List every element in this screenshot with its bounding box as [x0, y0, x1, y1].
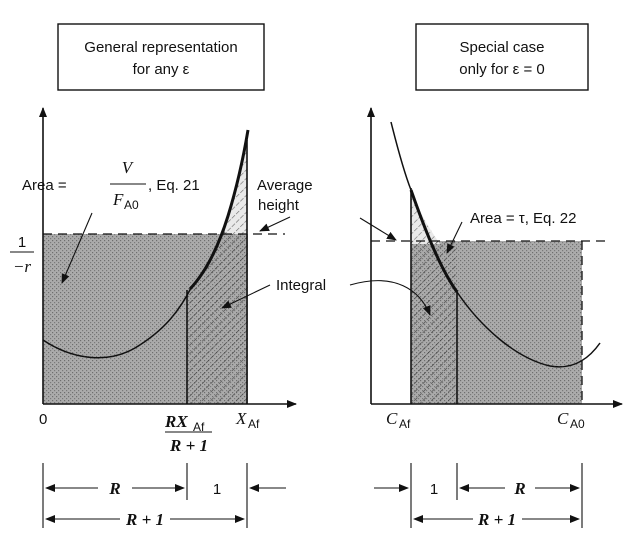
- left-x-mid-num: RX: [164, 412, 188, 431]
- right-area-label: Area = τ, Eq. 22: [470, 210, 576, 227]
- right-x-start: C: [386, 409, 398, 428]
- left-area-den-sub: A0: [124, 198, 139, 212]
- left-area-num: V: [122, 158, 135, 177]
- left-area-arrow: [61, 212, 93, 284]
- left-x-mid-num-sub: Af: [193, 420, 205, 434]
- left-area-den: F: [112, 190, 124, 209]
- right-dim-R: R: [513, 479, 525, 498]
- left-area-suffix: , Eq. 21: [148, 177, 200, 194]
- right-panel: Special case only for ε = 0 Area = τ, Eq…: [349, 23, 623, 529]
- right-x-start-sub: Af: [399, 417, 411, 431]
- left-x-mid-den: R + 1: [169, 436, 208, 455]
- left-y-den: −r: [13, 257, 31, 276]
- left-curve: [42, 285, 193, 359]
- right-curve-bottom: [456, 291, 601, 368]
- left-title-line2: for any ε: [133, 61, 190, 78]
- integral-label: Integral: [276, 277, 326, 294]
- avg-height-arrow-left: [259, 216, 291, 232]
- left-x-origin: 0: [39, 411, 47, 428]
- right-dim-R-plus-1: R + 1: [477, 510, 516, 529]
- integral-arrow-left: [221, 284, 271, 309]
- left-y-num: 1: [18, 234, 26, 251]
- avg-height-line1: Average: [257, 177, 313, 194]
- right-x-end: C: [557, 409, 569, 428]
- right-curve-top: [390, 121, 412, 191]
- integral-arrow-right: [349, 280, 431, 316]
- left-area-prefix: Area =: [22, 177, 67, 194]
- left-dim-R-plus-1: R + 1: [125, 510, 164, 529]
- left-dim-R: R: [108, 479, 120, 498]
- right-title-box: [415, 23, 589, 91]
- avg-height-line2: height: [258, 197, 300, 214]
- left-title-line1: General representation: [84, 39, 237, 56]
- right-area-arrow: [446, 221, 463, 254]
- left-x-end-sub: Af: [248, 417, 260, 431]
- right-x-end-sub: A0: [570, 417, 585, 431]
- right-dim-1: 1: [430, 481, 438, 498]
- left-dim-1: 1: [213, 481, 221, 498]
- left-title-box: [57, 23, 265, 91]
- left-x-end: X: [235, 409, 247, 428]
- right-hatched-integral: [411, 241, 457, 404]
- right-curve-bold: [409, 189, 459, 293]
- avg-height-arrow-right: [359, 217, 397, 241]
- left-panel: General representation for any ε 1 −r Ar…: [10, 23, 326, 529]
- left-curve-bold: [188, 129, 250, 291]
- right-title-line1: Special case: [459, 39, 544, 56]
- right-title-line2: only for ε = 0: [459, 61, 544, 78]
